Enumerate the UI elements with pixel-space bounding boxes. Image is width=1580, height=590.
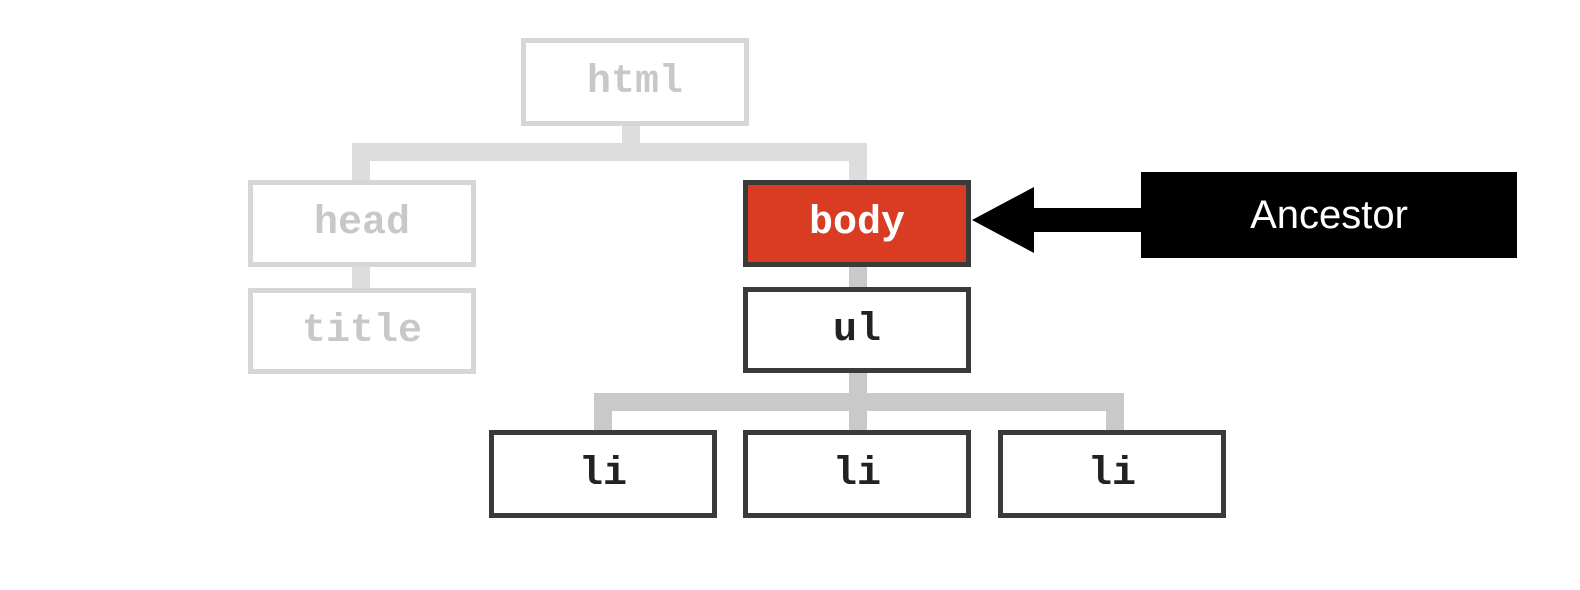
connector-to-li-3: [1106, 393, 1124, 433]
arrow-shaft: [1030, 208, 1145, 232]
connector-to-li-2: [849, 393, 867, 433]
connector-head-title: [352, 264, 370, 290]
connector-to-head: [352, 143, 370, 183]
connector-html-branch: [352, 143, 867, 161]
arrow-left-icon: [972, 187, 1034, 253]
connector-body-ul: [849, 264, 867, 290]
connector-ul-stem: [849, 370, 867, 400]
connector-to-li-1: [594, 393, 612, 433]
node-body: body: [743, 180, 971, 267]
node-head: head: [248, 180, 476, 267]
node-html: html: [521, 38, 749, 126]
node-title: title: [248, 288, 476, 374]
node-li-2: li: [743, 430, 971, 518]
connector-to-body: [849, 143, 867, 183]
node-li-3: li: [998, 430, 1226, 518]
node-li-1: li: [489, 430, 717, 518]
ancestor-label: Ancestor: [1141, 172, 1517, 258]
node-ul: ul: [743, 287, 971, 373]
